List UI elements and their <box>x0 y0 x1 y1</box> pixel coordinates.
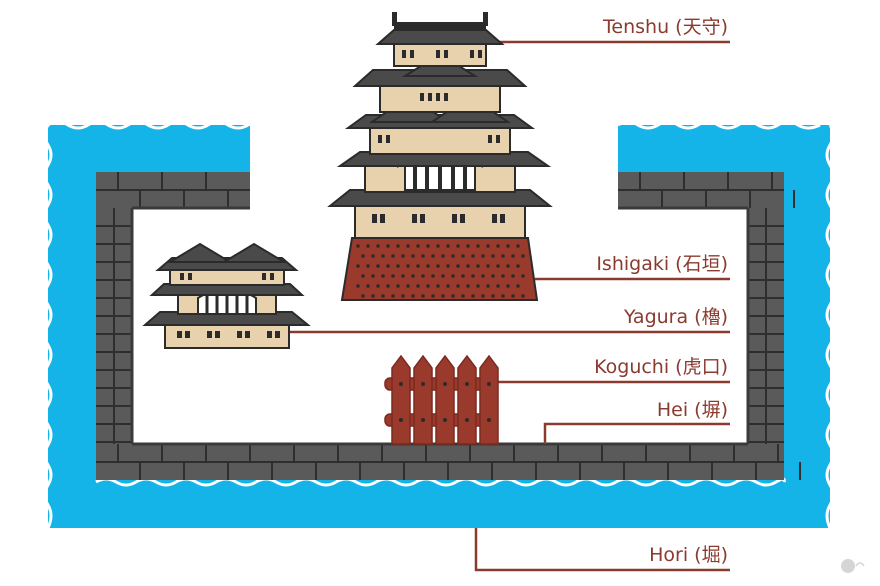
label-yagura: Yagura (櫓) <box>623 306 728 328</box>
turret-icon <box>142 242 311 349</box>
label-hori: Hori (堀) <box>649 544 728 566</box>
label-ishigaki: Ishigaki (石垣) <box>596 253 728 275</box>
moat <box>43 120 835 529</box>
label-tenshu: Tenshu (天守) <box>602 16 728 38</box>
gate-fence-icon <box>384 354 499 445</box>
labels: Tenshu (天守) Ishigaki (石垣) Yagura (櫓) Kog… <box>594 16 728 566</box>
label-koguchi: Koguchi (虎口) <box>594 356 728 378</box>
label-hei: Hei (塀) <box>657 399 728 421</box>
leader-hei <box>543 422 730 444</box>
leader-lines <box>290 40 730 572</box>
leader-hori <box>474 528 730 572</box>
stone-wall <box>96 172 801 480</box>
castle-keep-icon <box>327 12 553 301</box>
watermark-icon <box>841 559 865 573</box>
